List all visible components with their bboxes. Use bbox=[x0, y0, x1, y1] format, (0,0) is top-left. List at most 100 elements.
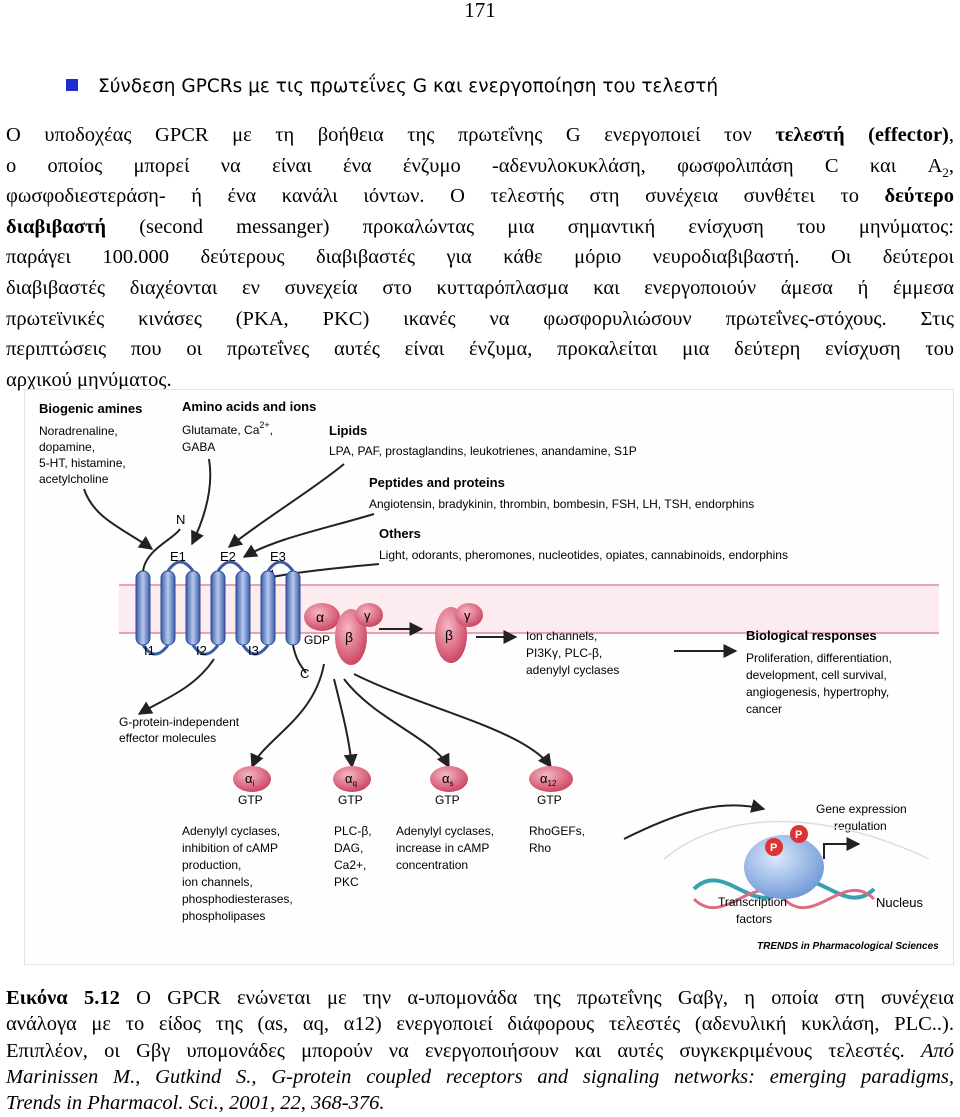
nucleus-label: Nucleus bbox=[876, 895, 923, 910]
biogenic-line: dopamine, bbox=[39, 440, 95, 454]
alpha-12-effect: RhoGEFs, bbox=[529, 824, 585, 838]
peptides-text: Angiotensin, bradykinin, thrombin, bombe… bbox=[369, 497, 754, 511]
body-line: φωσφοδιεστεράση- ή ένα κανάλι ιόντων. Ο … bbox=[6, 185, 954, 208]
receptor-helices bbox=[135, 570, 301, 646]
caption-line: Εικόνα 5.12 Ο GPCR ενώνεται με την α-υπο… bbox=[6, 987, 954, 1009]
svg-text:P: P bbox=[770, 842, 777, 854]
receptor-i3: I3 bbox=[248, 643, 259, 658]
caption-line: ανάλογα με το είδος της (αs, αq, α12) εν… bbox=[6, 1013, 954, 1036]
body-line: διαβιβαστές διαχέονται εν συνεχεία στο κ… bbox=[6, 276, 954, 299]
alpha-s-label: αs bbox=[442, 771, 454, 788]
receptor-n: N bbox=[176, 512, 185, 527]
transcription-line: factors bbox=[736, 912, 772, 926]
alpha-i-label: αi bbox=[245, 771, 255, 788]
body-line: Ο υποδοχέας GPCR με τη βοήθεια της πρωτε… bbox=[6, 124, 955, 146]
biogenic-line: Noradrenaline, bbox=[39, 424, 118, 438]
bio-title: Biological responses bbox=[746, 628, 877, 643]
gamma-free-subunit bbox=[455, 603, 483, 627]
receptor-i1: I1 bbox=[144, 643, 155, 658]
body-line: ο οποίος μπορεί να είναι ένα ένζυμο -αδε… bbox=[6, 154, 954, 180]
alpha-12-gtp: GTP bbox=[537, 793, 562, 807]
alpha-q-effect: Ca2+, bbox=[334, 858, 366, 872]
nucleus-envelope bbox=[663, 820, 930, 860]
effector-line: adenylyl cyclases bbox=[526, 663, 619, 677]
alpha-i-effect: ion channels, bbox=[182, 875, 253, 889]
gamma-subunit bbox=[355, 603, 383, 627]
alpha-i-effect: Adenylyl cyclases, bbox=[182, 824, 280, 838]
bio-line: angiogenesis, hypertrophy, bbox=[746, 685, 889, 699]
alpha-i-effect: inhibition of cAMP bbox=[182, 841, 278, 855]
biogenic-line: acetylcholine bbox=[39, 472, 109, 486]
alpha-s-effect: concentration bbox=[396, 858, 468, 872]
caption-line: Trends in Pharmacol. Sci., 2001, 22, 368… bbox=[6, 1092, 385, 1115]
gdp-label: GDP bbox=[304, 633, 330, 647]
gamma-free-label: γ bbox=[464, 608, 471, 623]
body-line: πρωτεϊνικές κινάσες (PKA, PKC) ικανές να… bbox=[6, 307, 954, 330]
phospho-icon bbox=[790, 825, 808, 843]
alpha-12-label: α12 bbox=[540, 771, 557, 788]
alpha-label: α bbox=[316, 609, 324, 625]
figure-caption: Εικόνα 5.12 Ο GPCR ενώνεται με την α-υπο… bbox=[6, 985, 954, 1116]
alpha-q-gtp: GTP bbox=[338, 793, 363, 807]
body-paragraph: Ο υποδοχέας GPCR με τη βοήθεια της πρωτε… bbox=[6, 120, 954, 395]
alpha-q-effect: PKC bbox=[334, 875, 359, 889]
alpha-subunit bbox=[304, 603, 340, 631]
lipids-title: Lipids bbox=[329, 423, 367, 438]
page-number: 171 bbox=[464, 0, 496, 22]
alpha-q-label: αq bbox=[345, 771, 357, 788]
body-line: αρχικού μηνύματος. bbox=[6, 368, 172, 391]
alpha-i: αi GTP bbox=[233, 766, 271, 807]
membrane bbox=[119, 585, 939, 633]
independent-line: effector molecules bbox=[119, 731, 216, 745]
peptides-title: Peptides and proteins bbox=[369, 475, 505, 490]
beta-label: β bbox=[345, 629, 353, 645]
alpha-12-effect: Rho bbox=[529, 841, 551, 855]
ligand-arrows bbox=[83, 458, 380, 584]
alpha-s-effect: increase in cAMP bbox=[396, 841, 489, 855]
alpha-q-effect: DAG, bbox=[334, 841, 363, 855]
subunit-arrows bbox=[250, 663, 552, 769]
bio-line: cancer bbox=[746, 702, 782, 716]
transcription-line: Transcription bbox=[718, 895, 787, 909]
body-line: παράγει 100.000 δεύτερους διαβιβαστές γι… bbox=[6, 246, 954, 269]
svg-text:P: P bbox=[795, 829, 802, 841]
biogenic-line: 5-HT, histamine, bbox=[39, 456, 126, 470]
receptor-e3: E3 bbox=[270, 549, 286, 564]
others-text: Light, odorants, pheromones, nucleotides… bbox=[379, 548, 788, 562]
receptor-c: C bbox=[300, 666, 309, 681]
alpha-i-gtp: GTP bbox=[238, 793, 263, 807]
beta-free-label: β bbox=[445, 627, 453, 643]
bio-line: Proliferation, differentiation, bbox=[746, 651, 892, 665]
transcription-arrow bbox=[823, 837, 861, 859]
gamma-label: γ bbox=[364, 608, 371, 623]
amino-title: Amino acids and ions bbox=[182, 399, 316, 414]
biogenic-title: Biogenic amines bbox=[39, 401, 142, 416]
alpha-i-effect: phospholipases bbox=[182, 909, 265, 923]
effector-line: PI3Kγ, PLC-β, bbox=[526, 646, 602, 660]
gene-expression-line: regulation bbox=[834, 819, 887, 833]
caption-line: Επιπλέον, οι Gβγ υπομονάδες μπορούν να ε… bbox=[6, 1039, 954, 1062]
body-line: διαβιβαστή (second messanger) προκαλώντα… bbox=[6, 215, 954, 238]
alpha-s-gtp: GTP bbox=[435, 793, 460, 807]
receptor-e1: E1 bbox=[170, 549, 186, 564]
alpha-q: αq GTP bbox=[333, 766, 371, 807]
bio-line: development, cell survival, bbox=[746, 668, 887, 682]
receptor-e2: E2 bbox=[220, 549, 236, 564]
alpha-s: αs GTP bbox=[430, 766, 468, 807]
gene-expression-line: Gene expression bbox=[816, 802, 907, 816]
independent-line: G-protein-independent bbox=[119, 715, 240, 729]
body-line: περιπτώσεις που οι πρωτεΐνες αυτές είναι… bbox=[6, 338, 954, 361]
alpha-12: α12 GTP bbox=[529, 766, 573, 807]
gpcr-signaling-figure: Biogenic amines Noradrenaline, dopamine,… bbox=[24, 389, 954, 965]
alpha-i-effect: production, bbox=[182, 858, 241, 872]
caption-line: Marinissen M., Gutkind S., G-protein cou… bbox=[6, 1065, 954, 1088]
alpha-s-effect: Adenylyl cyclases, bbox=[396, 824, 494, 838]
transcription-factor-complex bbox=[744, 835, 824, 899]
phospho-icon bbox=[765, 838, 783, 856]
heading-text: Σύνδεση GPCRs με τις πρωτεΐνες G και ενε… bbox=[98, 76, 719, 97]
receptor-i2: I2 bbox=[196, 643, 207, 658]
effector-line: Ion channels, bbox=[526, 629, 597, 643]
lipids-text: LPA, PAF, prostaglandins, leukotrienes, … bbox=[329, 444, 637, 458]
square-bullet-icon bbox=[66, 79, 78, 91]
section-heading: Σύνδεση GPCRs με τις πρωτεΐνες G και ενε… bbox=[66, 76, 718, 97]
